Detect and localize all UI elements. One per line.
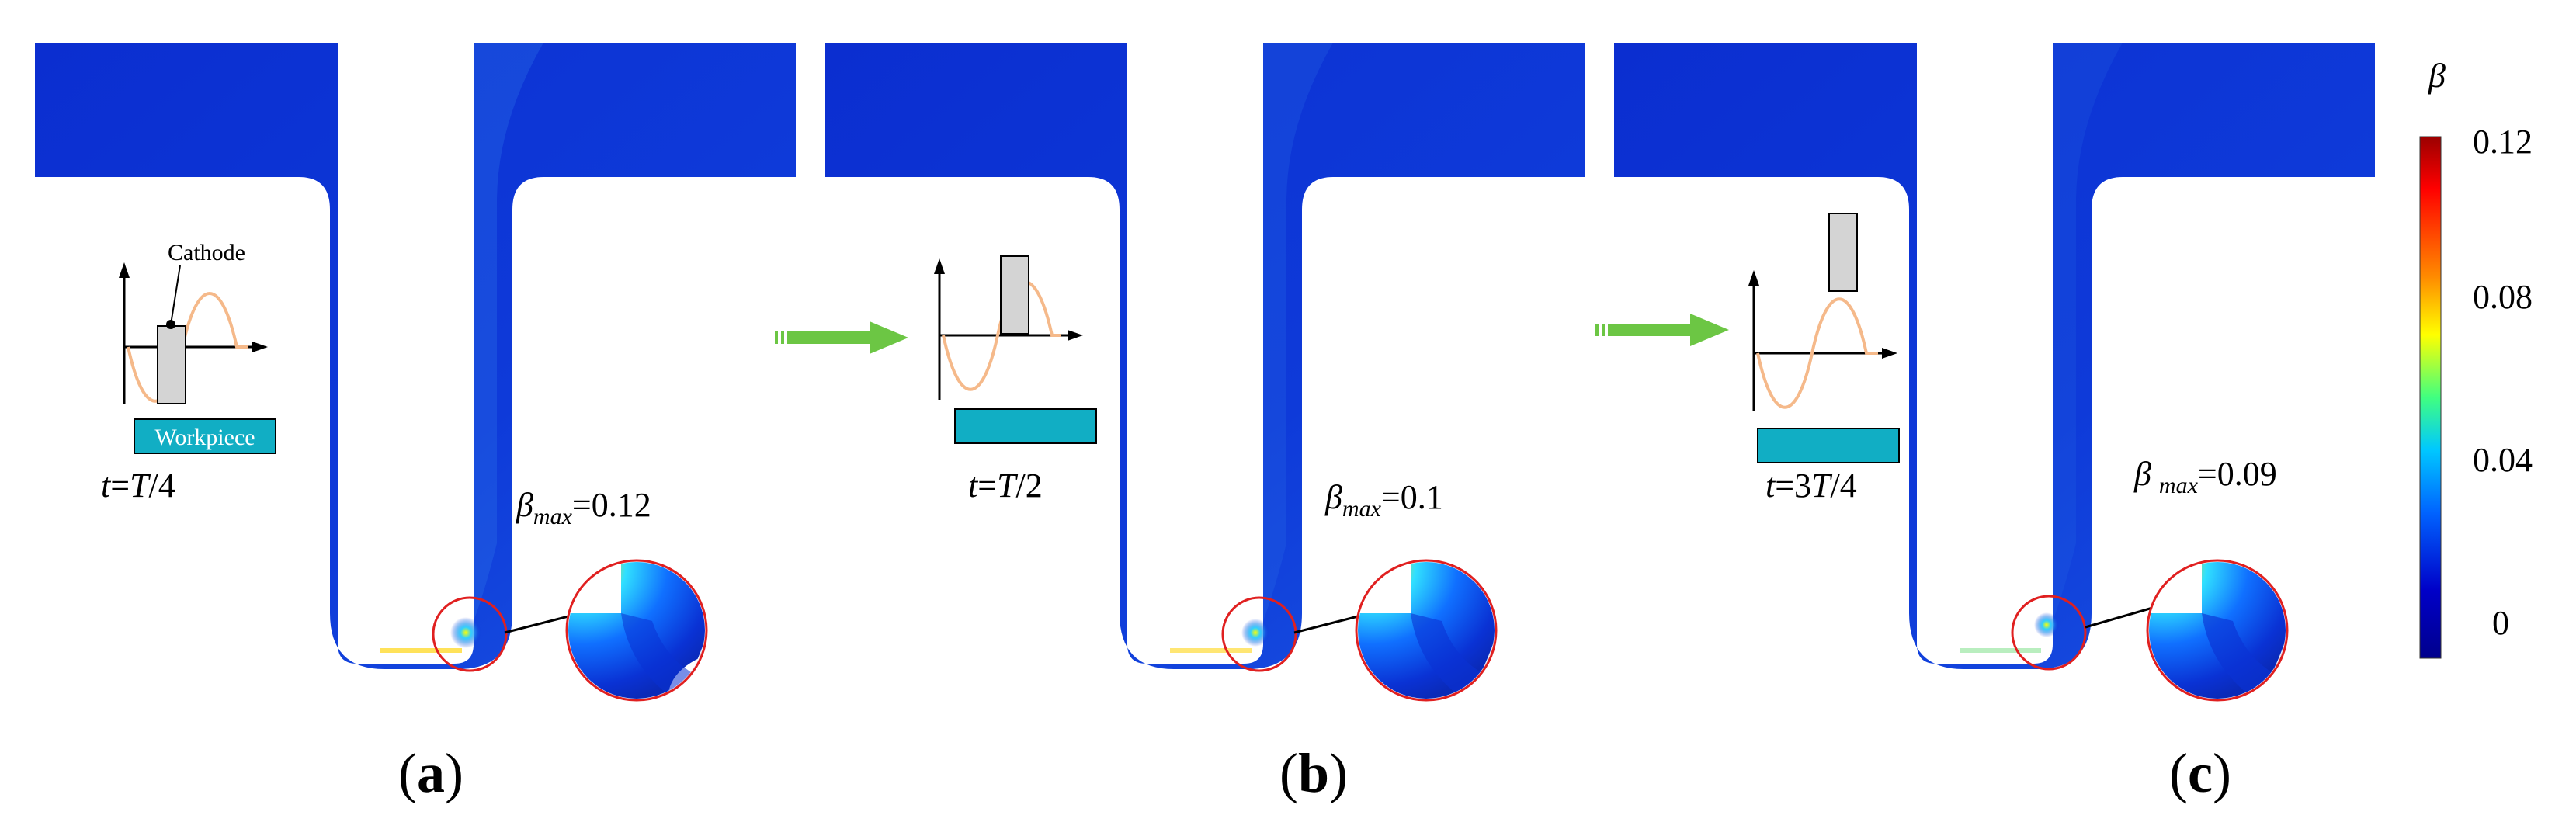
waveform-inset-c <box>1748 213 1900 463</box>
beta-max-label-b: βmax=0.1 <box>1324 478 1443 522</box>
y-arrow-c <box>1748 270 1759 286</box>
cathode-block-a <box>157 325 186 404</box>
zoom-circle-a <box>565 559 708 702</box>
zoom-source-circle-c <box>2011 595 2087 671</box>
time-label-b: t=T/2 <box>968 467 1043 505</box>
zoom-connector-c <box>2085 605 2156 629</box>
zoom-source-circle-b <box>1221 596 1297 672</box>
zoom-connector-b <box>1293 613 1365 634</box>
caption-a: (a) <box>398 742 463 804</box>
hotspot-c <box>2034 612 2059 637</box>
colorbar-tick-1: 0.08 <box>2473 278 2533 316</box>
transition-arrow-2 <box>1595 314 1729 346</box>
zoom-connector-a <box>504 613 575 634</box>
waveform-inset-b <box>934 255 1097 444</box>
cathode-leader-a <box>170 265 181 325</box>
workpiece-block-c <box>1757 428 1900 463</box>
sine-wave-c <box>1756 297 1878 409</box>
x-arrow-b <box>1068 330 1083 341</box>
time-label-a: t=T/4 <box>101 467 175 505</box>
field-streak-b <box>1263 43 1333 621</box>
y-arrow-a <box>119 262 130 278</box>
time-label-c: t=3T/4 <box>1765 467 1857 505</box>
workpiece-block-b <box>954 408 1097 444</box>
x-arrow-c <box>1882 348 1897 359</box>
field-streak-c <box>2053 43 2123 621</box>
beta-max-label-a: βmax=0.12 <box>516 486 651 529</box>
panel-b: t=T/2 βmax=0.1 (b) <box>825 43 1585 804</box>
caption-c: (c) <box>2169 742 2231 804</box>
hotspot-a <box>450 617 481 648</box>
sine-wave-b <box>942 280 1061 391</box>
waveform-inset-a: Cathode Workpiece <box>119 240 276 454</box>
x-arrow-a <box>252 342 268 352</box>
colorbar-title: β <box>2428 57 2446 95</box>
field-region-b <box>825 43 1585 669</box>
panel-a: Cathode Workpiece t=T/4 βmax=0.12 (a) <box>35 43 796 804</box>
colorbar-tick-2: 0.04 <box>2473 441 2533 479</box>
cathode-label-a: Cathode <box>168 240 245 265</box>
field-streak-a <box>474 43 543 621</box>
colorbar-gradient-bar <box>2419 136 2442 659</box>
zoom-source-circle-a <box>432 596 508 672</box>
bottom-streak-b <box>1170 648 1252 653</box>
hotspot-b <box>1241 619 1269 647</box>
transition-arrow-1 <box>775 321 908 354</box>
workpiece-block-a <box>134 418 276 454</box>
caption-b: (b) <box>1279 742 1348 804</box>
cathode-block-b <box>1000 255 1029 335</box>
field-region-c <box>1614 43 2375 669</box>
cathode-block-c <box>1828 213 1858 292</box>
colorbar-tick-3: 0 <box>2492 604 2509 642</box>
zoom-circle-c <box>2146 559 2289 702</box>
zoom-circle-b <box>1355 559 1498 702</box>
colorbar-tick-0: 0.12 <box>2473 123 2533 161</box>
y-arrow-b <box>934 258 945 274</box>
bottom-streak-a <box>380 648 462 653</box>
field-region-a <box>35 43 796 669</box>
colorbar: β 0.12 0.08 0.04 0 <box>2419 57 2533 659</box>
bottom-streak-c <box>1960 648 2041 653</box>
workpiece-label-a: Workpiece <box>154 425 255 450</box>
